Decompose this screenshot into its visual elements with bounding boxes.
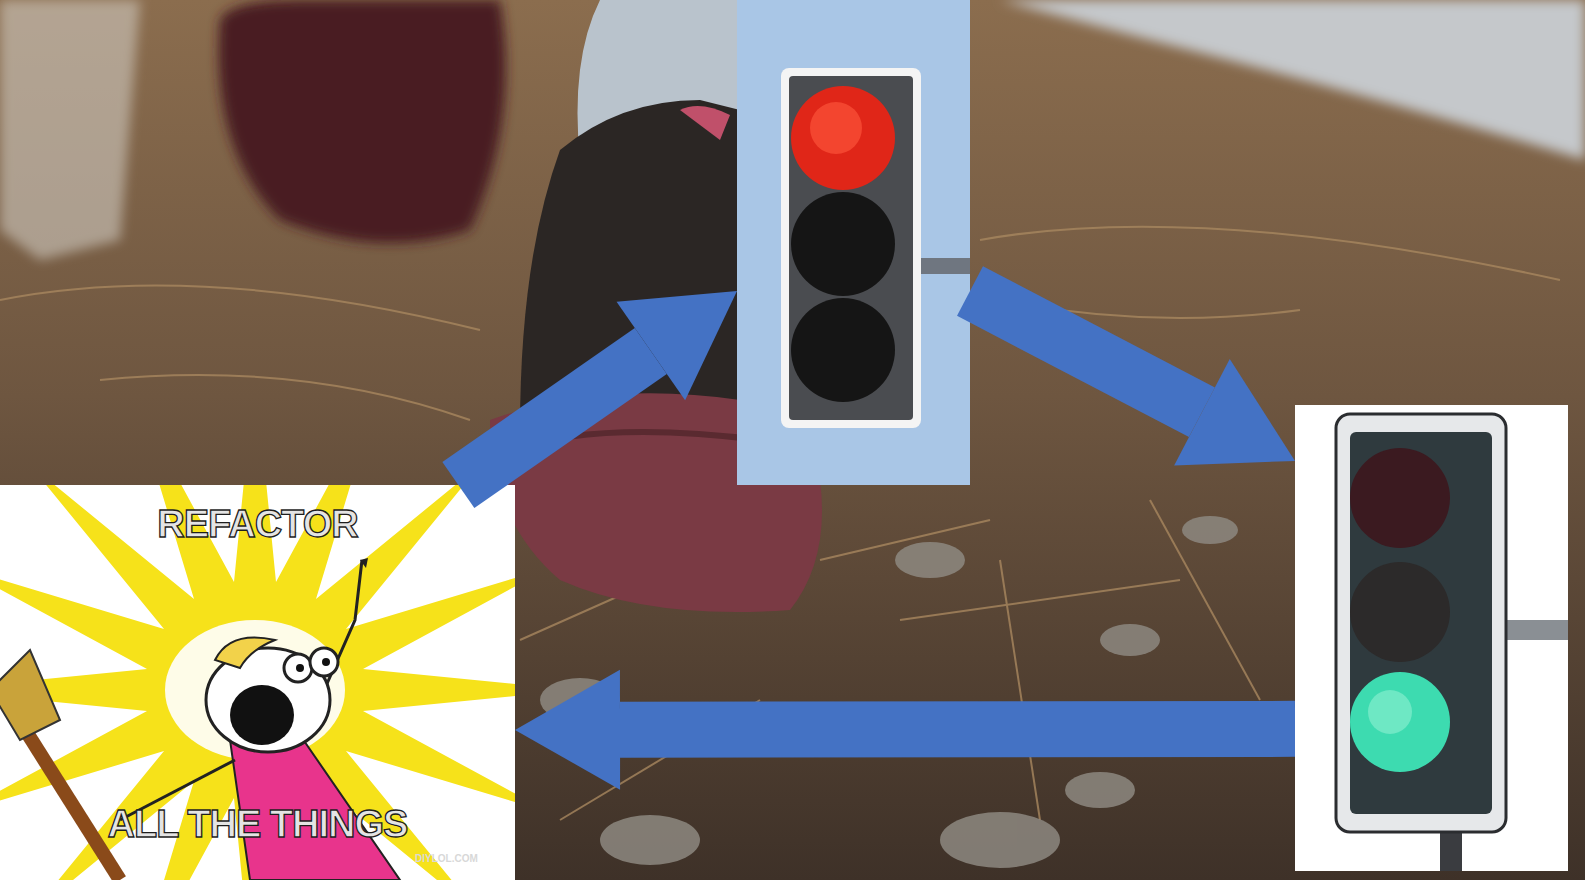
rock [940,812,1060,868]
sky-backdrop [737,0,970,485]
arrow-head [617,291,737,400]
green-lamp [1350,672,1450,772]
rock [1182,516,1238,544]
rock [1100,624,1160,656]
grass-blade [100,375,470,420]
sky [1000,0,1585,160]
open-mouth [230,685,294,745]
eye [284,654,312,682]
signal-housing [1350,432,1492,814]
amber-lamp-off [1350,562,1450,662]
rock [895,542,965,578]
block-arrow [458,351,650,485]
grass-blade [900,580,1180,620]
light-patch [0,0,140,260]
meme-caption: ALL THE THINGS [0,803,515,846]
stem [1440,828,1462,871]
starburst [0,485,515,880]
red-light-image [737,0,970,485]
hair [215,638,275,669]
back-shoe [219,0,506,243]
white-backdrop [1295,405,1568,871]
lamp-glare [1368,690,1412,734]
signal-border [781,68,921,428]
rock [600,815,700,865]
watermark: DIYLOL.COM [415,853,478,864]
rock [540,678,620,722]
shoe-tab [680,106,730,140]
broom-head [0,650,60,740]
block-arrow [620,701,1295,758]
refactor-meme [0,485,515,880]
shoe-sole [219,0,506,243]
pole [1505,620,1568,640]
eye [310,648,338,676]
signal-housing [789,76,913,420]
red-lamp-off [1350,448,1450,548]
block-arrow [970,291,1202,412]
sole-ridge [510,432,760,450]
grass-blade [980,227,1560,280]
green-traffic-light [1295,405,1568,871]
arrow-head [1174,359,1295,465]
grass-blade [0,285,480,330]
rock [1065,772,1135,808]
pupil [322,658,330,666]
lamp-glare [810,102,862,154]
red-lamp [791,86,895,190]
burst-center [165,620,345,760]
green-lamp-off [791,298,895,402]
grass-blade [1000,300,1300,318]
arrow-head [515,670,620,790]
signal-border [1336,414,1506,832]
meme-image: REFACTOR ALL THE THINGS [0,485,515,880]
grass-blade [1000,560,1040,820]
hand [360,558,368,568]
green-light-image [1295,405,1568,871]
red-traffic-light [737,0,970,485]
pole [918,258,970,274]
grass-blade [1150,500,1260,700]
pupil [296,664,304,672]
meme-caption: REFACTOR [0,503,515,546]
amber-lamp-off [791,192,895,296]
